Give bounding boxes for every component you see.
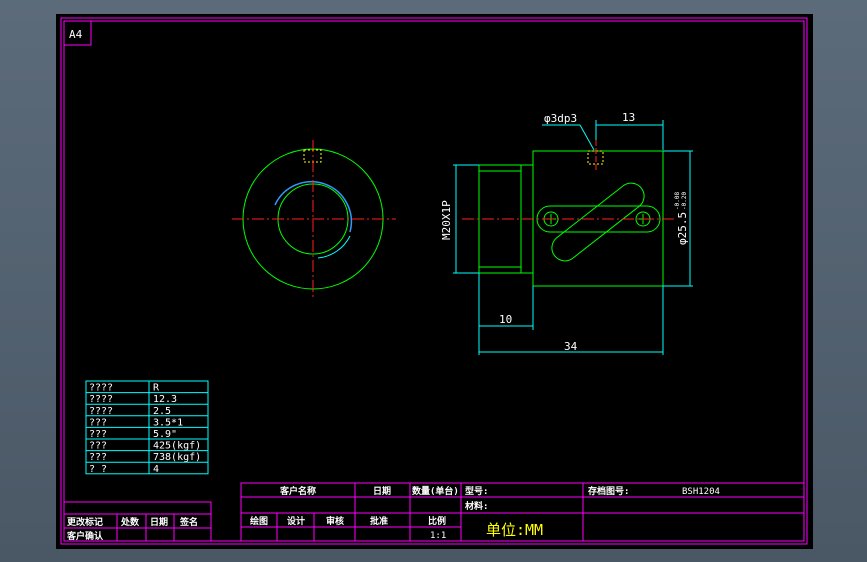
- tb-quantity: 数量(单台): [412, 485, 459, 497]
- dim-flange-length: 10: [499, 313, 512, 326]
- tb-date: 日期: [373, 485, 391, 497]
- drawing-area: [56, 14, 813, 549]
- rev-count: 处数: [120, 516, 140, 528]
- dim-total-length: 34: [564, 340, 578, 353]
- dim-hole-offset: 13: [622, 111, 635, 124]
- tb-model-label: 型号:: [465, 485, 488, 497]
- tb-material-label: 材料:: [464, 500, 488, 512]
- param-value: 425(kgf): [153, 441, 201, 452]
- tb-outer: [240, 482, 805, 542]
- param-table: ???? R???? 12.3???? 2.5??? 3.5*1??? 5.9"??? 42…: [85, 380, 209, 475]
- rev-sign: 签名: [179, 516, 198, 528]
- tb-customer-name: 客户名称: [279, 485, 316, 497]
- param-key: ???: [89, 452, 107, 463]
- param-value: 12.3: [153, 394, 177, 405]
- rev-date: 日期: [150, 516, 168, 528]
- dim-thread: M20X1P: [440, 200, 453, 240]
- param-key: ????: [89, 394, 113, 405]
- title-block: [240, 482, 805, 542]
- param-key: ? ?: [89, 464, 107, 475]
- end-view-thread-arc: [274, 180, 353, 233]
- param-value: 738(kgf): [153, 452, 201, 463]
- tb-designed: 设计: [287, 515, 305, 527]
- rev-change-mark: 更改标记: [67, 516, 103, 528]
- param-value: R: [153, 383, 160, 394]
- outer-frame: [60, 17, 808, 545]
- tb-drawing-no-label: 存档图号:: [588, 485, 629, 497]
- param-key: ????: [89, 383, 113, 394]
- tb-scale: 1:1: [430, 531, 446, 541]
- tb-approved: 批准: [370, 515, 388, 527]
- dim-diameter: φ25.5: [676, 212, 689, 245]
- param-value: 5.9": [153, 429, 177, 440]
- param-key: ???: [89, 429, 107, 440]
- end-view: [232, 140, 396, 298]
- sheet-size-box: [63, 20, 92, 46]
- tb-drawn: 绘图: [250, 515, 268, 527]
- rev-outer: [63, 501, 212, 542]
- radial-hole: [587, 150, 604, 165]
- end-view-thread-arc-2: [317, 235, 351, 259]
- revision-block: [63, 501, 212, 542]
- rev-customer-confirm: 客户确认: [66, 530, 104, 542]
- tb-drawing-no: BSH1204: [682, 487, 720, 497]
- dim-tol-upper: -0.08: [674, 192, 681, 210]
- param-value: 4: [153, 464, 159, 475]
- tb-unit: 单位:MM: [486, 521, 543, 539]
- dimensions: [453, 120, 693, 355]
- hole-note-leader-2: [579, 124, 595, 151]
- tb-reviewed: 审核: [326, 515, 344, 527]
- dim-tol-lower: -0.20: [681, 192, 688, 210]
- tb-scale-label: 比例: [428, 515, 446, 527]
- sheet-size-label: A4: [69, 28, 83, 41]
- param-value: 2.5: [153, 406, 171, 417]
- side-view: [462, 140, 675, 287]
- dim-hole-note: φ3dp3: [544, 112, 577, 125]
- param-key: ???: [89, 417, 107, 428]
- param-key: ????: [89, 406, 113, 417]
- param-value: 3.5*1: [153, 417, 183, 428]
- param-key: ???: [89, 441, 107, 452]
